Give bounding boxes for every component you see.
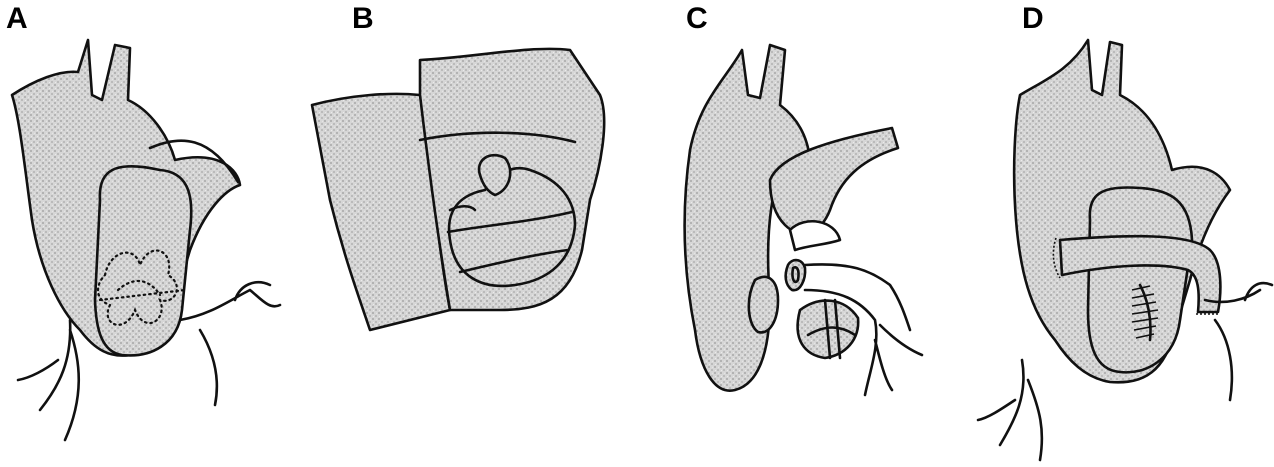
panel-a-illustration: [0, 0, 300, 467]
panel-b: B: [300, 0, 630, 467]
panel-c: C: [630, 0, 930, 467]
vessel-stump: [786, 260, 805, 290]
panel-a: A: [0, 0, 300, 467]
ventricle: [95, 166, 191, 355]
appendage: [749, 277, 778, 332]
pulmonary-branch-right: [180, 282, 280, 405]
panel-d-illustration: [960, 0, 1274, 467]
panel-b-illustration: [300, 0, 630, 467]
panel-a-label: A: [6, 4, 28, 34]
panel-c-label: C: [686, 4, 708, 34]
ventricle: [1088, 187, 1192, 372]
pulmonary-branch-left: [18, 320, 79, 440]
transected-vessel: [790, 221, 840, 250]
panel-b-label: B: [352, 4, 374, 34]
pulmonary-branch-left: [978, 360, 1042, 460]
panel-d-label: D: [1022, 4, 1044, 34]
panel-c-illustration: [630, 0, 930, 467]
pulmonary-branch-right: [1205, 283, 1272, 400]
panel-d: D: [960, 0, 1274, 467]
